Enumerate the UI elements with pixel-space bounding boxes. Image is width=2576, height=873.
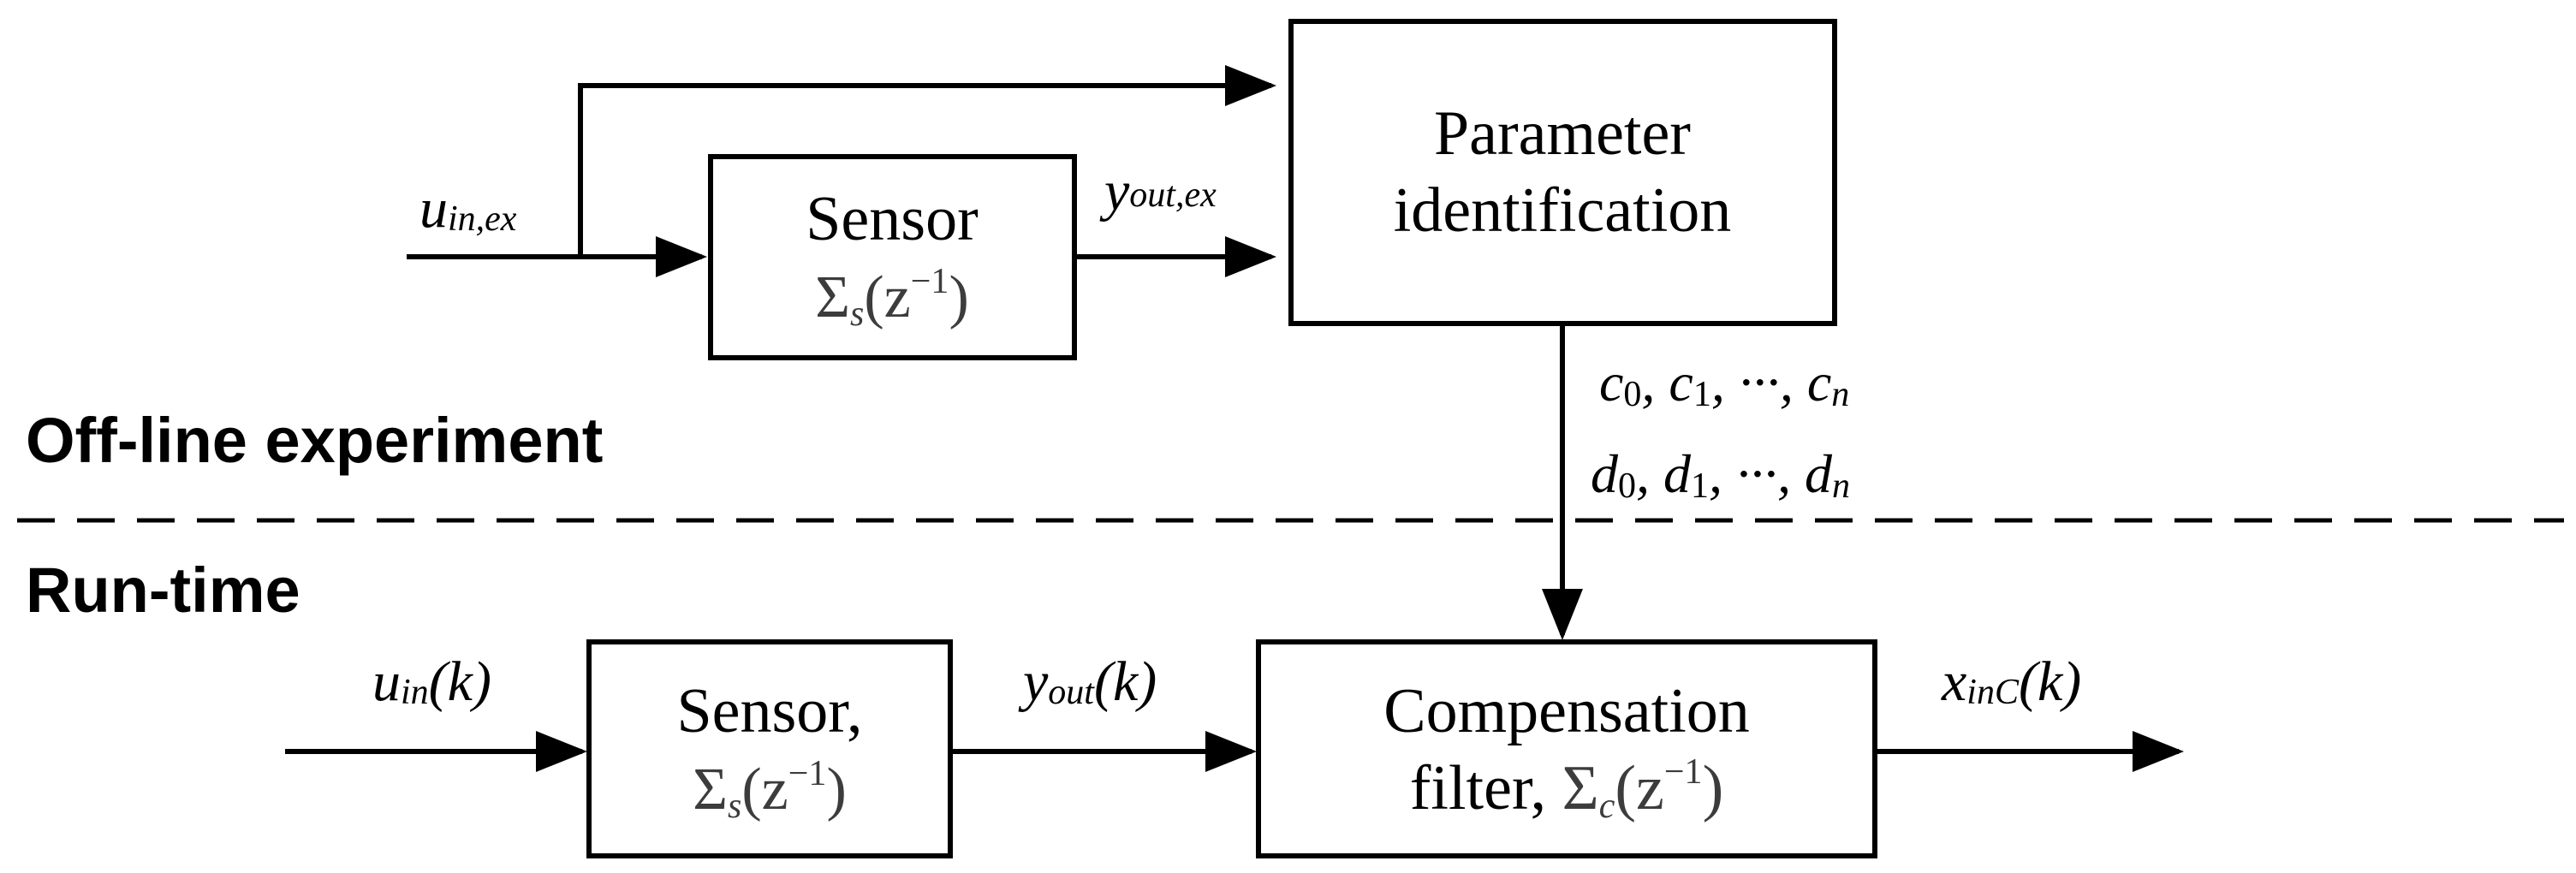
- compensation-filter-block: Compensation filter, Σc(z−1): [1256, 639, 1877, 858]
- parameter-identification-label-1: Parameter: [1434, 98, 1691, 169]
- sensor-block-runtime: Sensor, Σs(z−1): [586, 639, 953, 858]
- coefficients-c: c0, c1, ···, cn: [1599, 352, 1849, 414]
- signal-y-out-k: yout(k): [1018, 650, 1157, 713]
- wire-u-in-ex-branch: [578, 65, 1276, 257]
- signal-x-inc-k: xinC(k): [1941, 650, 2081, 713]
- sensor-block-runtime-label: Sensor,: [677, 676, 863, 746]
- section-label-runtime: Run-time: [26, 555, 300, 626]
- sensor-block-runtime-tf: Σs(z−1): [693, 754, 847, 826]
- compensation-filter-label-2: filter, Σc(z−1): [1410, 752, 1723, 826]
- parameter-identification-label-2: identification: [1394, 175, 1732, 246]
- compensation-filter-label-1: Compensation: [1383, 676, 1750, 746]
- sensor-block-offline: Sensor Σs(z−1): [708, 154, 1077, 360]
- sensor-block-offline-label: Sensor: [806, 184, 978, 254]
- signal-u-in-k: uin(k): [372, 650, 491, 713]
- signal-u-in-ex: uin,ex: [419, 177, 517, 240]
- signal-y-out-ex: yout,ex: [1099, 160, 1217, 223]
- sensor-block-offline-tf: Σs(z−1): [815, 262, 969, 334]
- section-label-offline: Off-line experiment: [26, 405, 603, 476]
- parameter-identification-block: Parameter identification: [1288, 19, 1837, 326]
- coefficients-d: d0, d1, ···, dn: [1591, 443, 1850, 506]
